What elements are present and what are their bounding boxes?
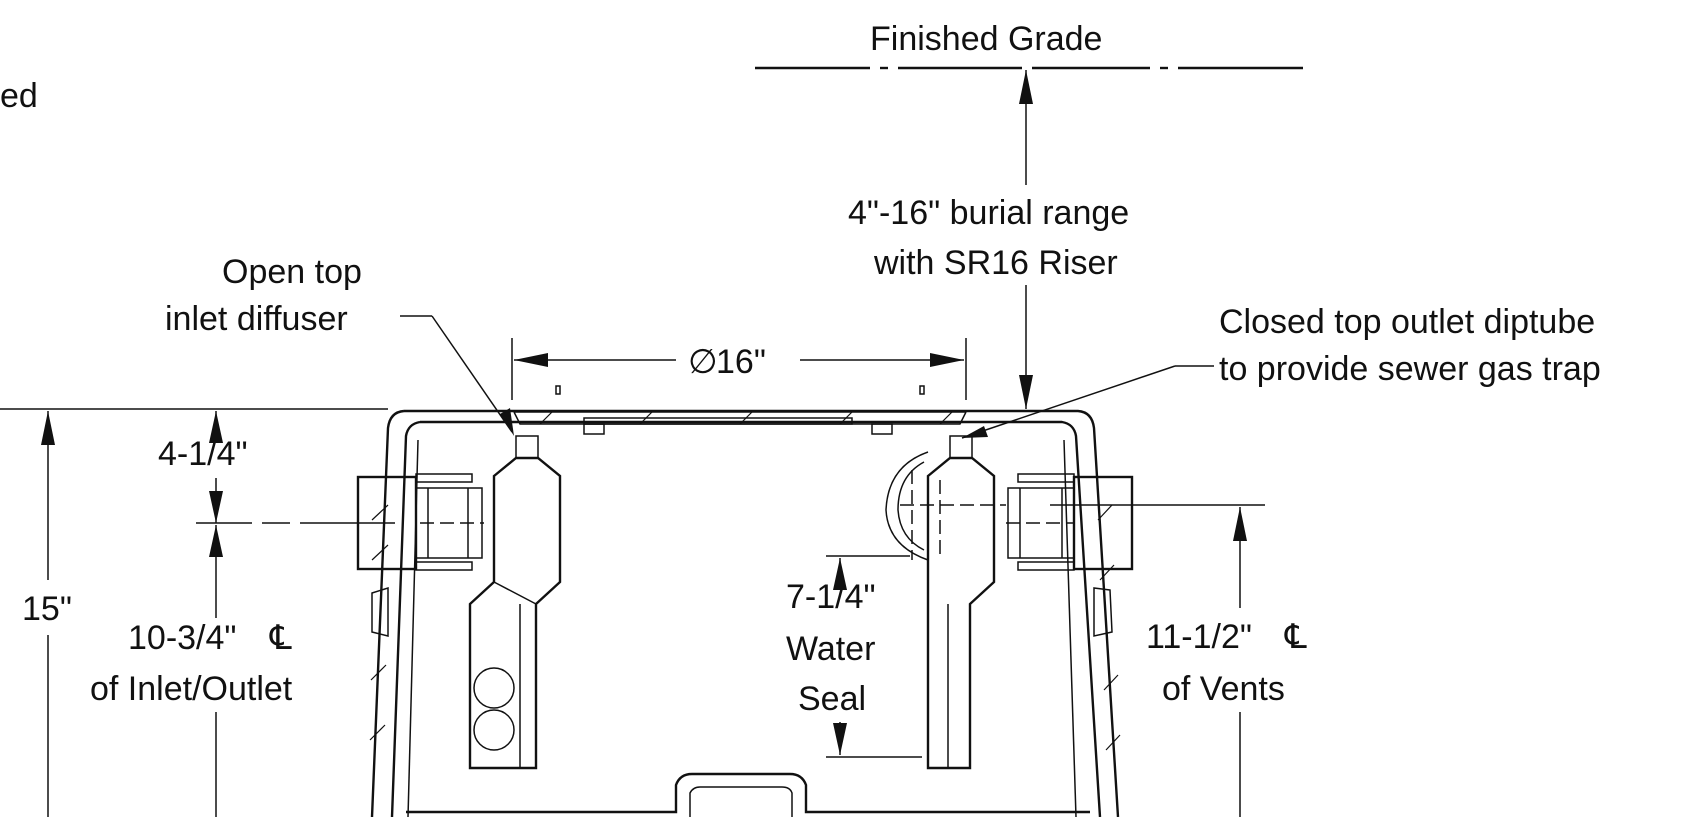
outlet-diptube-leader: [961, 365, 1214, 439]
dim-4-1-4-label: 4-1/4": [158, 435, 248, 473]
vents-centerline-dimension: [1050, 504, 1265, 817]
burial-range-label-line1: 4"-16" burial range: [848, 194, 1129, 232]
diameter-dimension: [511, 338, 967, 400]
dim-7-1-4-label: 7-1/4": [786, 578, 876, 616]
outlet-fitting: [1006, 473, 1134, 571]
inlet-outlet-label: of Inlet/Outlet: [90, 670, 293, 708]
dim-10-3-4-label: 10-3/4": [128, 619, 236, 657]
outlet-diptube-label-line1: Closed top outlet diptube: [1219, 303, 1595, 341]
outlet-diptube: [900, 435, 1006, 770]
inlet-fitting: [356, 473, 484, 571]
dim-15-label: 15": [22, 590, 72, 628]
outlet-diptube-label-line2: to provide sewer gas trap: [1219, 350, 1601, 388]
dim-11-1-2-label: 11-1/2": [1146, 618, 1252, 656]
vent-elbow: [885, 451, 929, 561]
finished-grade-label: Finished Grade: [870, 20, 1102, 58]
overall-height-dimension: [0, 408, 388, 817]
inlet-diffuser: [468, 435, 562, 770]
top-to-inlet-dimension: [196, 411, 395, 817]
tank-lid: [513, 385, 967, 435]
burial-range-label-line2: with SR16 Riser: [873, 244, 1118, 282]
inlet-diffuser-label-line2: inlet diffuser: [165, 300, 348, 338]
inlet-diffuser-leader: [400, 315, 514, 436]
inlet-diffuser-label-line1: Open top: [222, 253, 362, 291]
water-label: Water: [786, 630, 875, 668]
diameter-label: 16": [716, 343, 766, 381]
burial-range-dimension: [1019, 70, 1033, 409]
water-seal-dimension: [826, 555, 922, 758]
centerline-symbol-inlet: ℄: [269, 619, 292, 657]
diameter-symbol: ∅: [688, 343, 718, 381]
centerline-symbol-vents: ℄: [1284, 618, 1307, 656]
seal-label: Seal: [798, 680, 866, 718]
tank-body: [369, 409, 1121, 817]
partial-left-label: ed: [0, 77, 38, 115]
vents-label: of Vents: [1162, 670, 1285, 708]
